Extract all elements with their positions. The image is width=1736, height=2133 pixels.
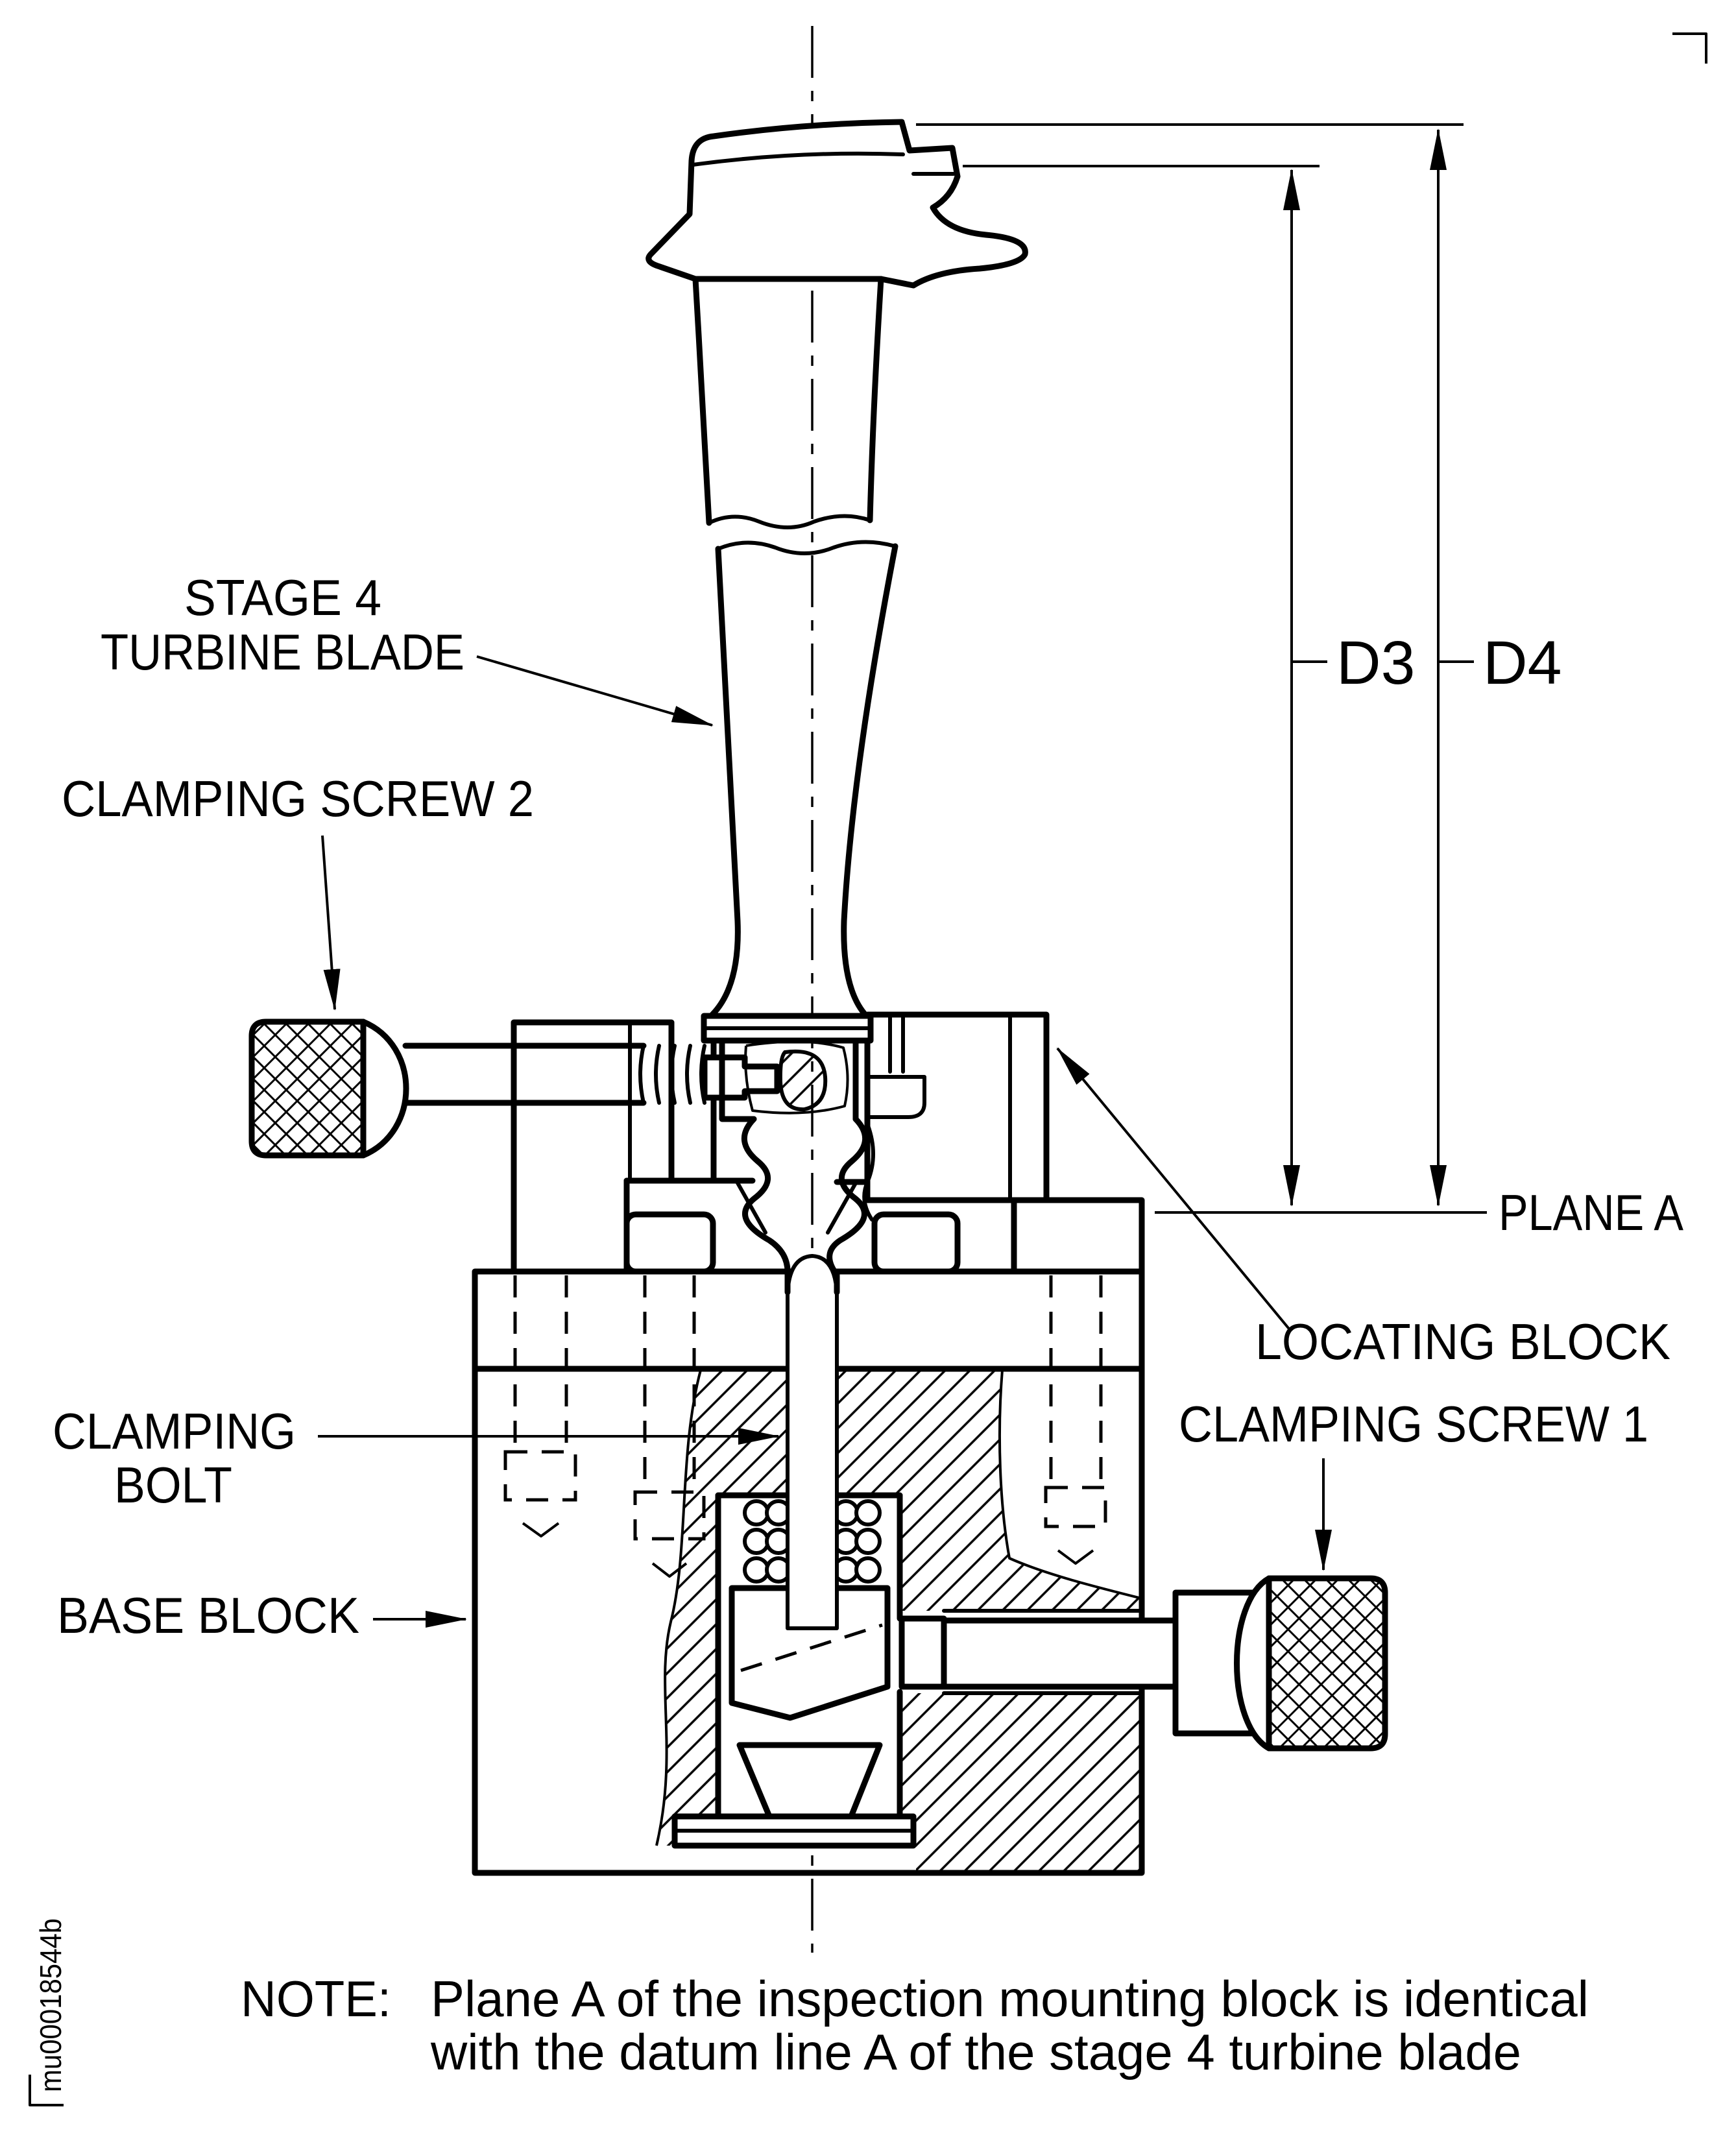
screw1-knurl-fill bbox=[1267, 1580, 1382, 1746]
dimension-group: D3 D4 PLANE A bbox=[916, 123, 1683, 1241]
locating-block-base bbox=[1011, 1197, 1145, 1275]
root-bellows-left bbox=[741, 1116, 791, 1295]
page-corner-mark-top-right bbox=[1672, 32, 1707, 64]
screw2-shaft bbox=[402, 1042, 647, 1106]
thread bbox=[654, 1044, 661, 1105]
clamping-screw-2-label: CLAMPING SCREW 2 bbox=[62, 770, 534, 827]
hidden-screw-drill-point bbox=[651, 1562, 688, 1578]
blade-tip-shroud bbox=[645, 119, 1028, 289]
stage4-label-line1: STAGE 4 bbox=[184, 569, 381, 626]
hidden-screw-right-long bbox=[1044, 1275, 1107, 1565]
hidden-screw-drill-point bbox=[522, 1522, 560, 1537]
root-block-left bbox=[719, 1037, 757, 1122]
screw2-threads bbox=[638, 1044, 706, 1105]
hidden-screw-head bbox=[1044, 1486, 1107, 1528]
d3-label: D3 bbox=[1336, 629, 1415, 697]
hatch-right-of-cavity-lower bbox=[900, 1693, 1142, 1873]
break-line-upper bbox=[707, 514, 872, 529]
hidden-screw-drill-point bbox=[1057, 1549, 1094, 1565]
section-break-boundary-left bbox=[655, 1369, 702, 1846]
clamping-bolt-label-line1: CLAMPING bbox=[53, 1403, 296, 1460]
airfoil-lower-right-edge bbox=[841, 543, 898, 1017]
locating-block-group bbox=[864, 1011, 1145, 1275]
clamping-bolt bbox=[786, 1254, 839, 1630]
upper-fixture-group bbox=[511, 1011, 1145, 1275]
riser-key-left bbox=[623, 1211, 716, 1275]
hidden-screw-left-1 bbox=[503, 1275, 577, 1537]
screw1-shank bbox=[941, 1617, 1179, 1690]
airfoil-upper-left-edge bbox=[692, 276, 712, 526]
wedge-block bbox=[729, 1585, 891, 1721]
screw1-knob-outline bbox=[1266, 1575, 1388, 1752]
thread bbox=[685, 1044, 692, 1105]
wedge-hidden-incline bbox=[740, 1623, 883, 1672]
section-break-boundary-right bbox=[998, 1369, 1142, 1600]
screw2-knurled-knob bbox=[248, 1018, 409, 1159]
clamping-bolt-group bbox=[786, 1254, 839, 1630]
locating-pin-section-pad bbox=[778, 1049, 828, 1112]
locating-block-label: LOCATING BLOCK bbox=[1255, 1313, 1670, 1370]
hidden-screw-head bbox=[633, 1490, 706, 1541]
shroud-seal-line bbox=[691, 151, 905, 167]
section-hatching bbox=[655, 1369, 1142, 1873]
hatch-right-of-cavity-upper bbox=[838, 1370, 1142, 1611]
screw1-knob-end-cap bbox=[1234, 1575, 1272, 1752]
riser-key-right bbox=[871, 1211, 961, 1275]
clamping-screw-1-label: CLAMPING SCREW 1 bbox=[1179, 1395, 1648, 1452]
locating-block-column bbox=[864, 1011, 1050, 1203]
clamping-bolt-label-line2: BOLT bbox=[114, 1456, 232, 1513]
socket-cone-edges bbox=[734, 1179, 858, 1235]
spring-coil bbox=[854, 1556, 882, 1584]
screw2-knurl-fill bbox=[254, 1024, 363, 1153]
note-label: NOTE: bbox=[241, 1970, 391, 2027]
hidden-screw-left-2 bbox=[633, 1275, 706, 1578]
root-gap-line bbox=[862, 1124, 875, 1222]
root-bellows-right bbox=[826, 1116, 868, 1295]
document-number: mu00018544b bbox=[34, 1918, 67, 2092]
spring-coil bbox=[743, 1528, 770, 1555]
spring-coil bbox=[854, 1528, 882, 1555]
locating-block-slot bbox=[888, 1013, 905, 1074]
airfoil-lower-left-edge bbox=[709, 546, 741, 1018]
page-corner-mark-bottom-left bbox=[29, 2075, 64, 2106]
spring-coil bbox=[743, 1499, 770, 1526]
screw1-pusher-tip bbox=[898, 1615, 947, 1690]
break-line-lower bbox=[716, 540, 897, 555]
locating-block-leader bbox=[1056, 1047, 1292, 1332]
screw2-knob-end-cap bbox=[360, 1018, 409, 1159]
text-labels: STAGE 4 TURBINE BLADE CLAMPING SCREW 2 C… bbox=[53, 569, 1670, 1644]
note-group: NOTE: Plane A of the inspection mounting… bbox=[241, 1970, 1589, 2080]
locating-block-pocket bbox=[865, 1075, 926, 1119]
broken-out-section-boundary bbox=[744, 1040, 849, 1115]
screw2-tip bbox=[701, 1054, 780, 1101]
base-block-group bbox=[472, 1202, 1145, 1876]
note-text-line1: Plane A of the inspection mounting block… bbox=[431, 1970, 1589, 2027]
hidden-screw-head bbox=[503, 1450, 577, 1502]
clamping-screw-2-leader bbox=[321, 835, 341, 1011]
clamping-screw-2-group bbox=[248, 1018, 780, 1159]
cavity-group bbox=[671, 1492, 917, 1849]
screw1-slot-edges bbox=[942, 1609, 1144, 1695]
screw2-knob-outline bbox=[248, 1018, 367, 1159]
spring-coil bbox=[743, 1556, 770, 1584]
plane-a-label: PLANE A bbox=[1499, 1184, 1683, 1241]
airfoil-upper-right-edge bbox=[867, 276, 884, 524]
thread bbox=[638, 1044, 645, 1105]
clamping-screw-1-group bbox=[898, 1575, 1388, 1752]
thread bbox=[669, 1044, 677, 1105]
screw1-knurled-knob bbox=[1234, 1575, 1388, 1752]
d4-label: D4 bbox=[1483, 629, 1561, 697]
stage4-blade-leader bbox=[476, 655, 714, 727]
note-text-line2: with the datum line A of the stage 4 tur… bbox=[430, 2023, 1521, 2080]
stage4-label-line2: TURBINE BLADE bbox=[101, 623, 464, 681]
base-block-label: BASE BLOCK bbox=[57, 1587, 359, 1644]
clamping-spring bbox=[743, 1499, 882, 1584]
leader-lines bbox=[318, 655, 1332, 1628]
hatch-left-of-cavity bbox=[657, 1370, 788, 1846]
turbine-blade-group bbox=[645, 119, 1028, 1295]
spring-coil bbox=[854, 1499, 882, 1526]
